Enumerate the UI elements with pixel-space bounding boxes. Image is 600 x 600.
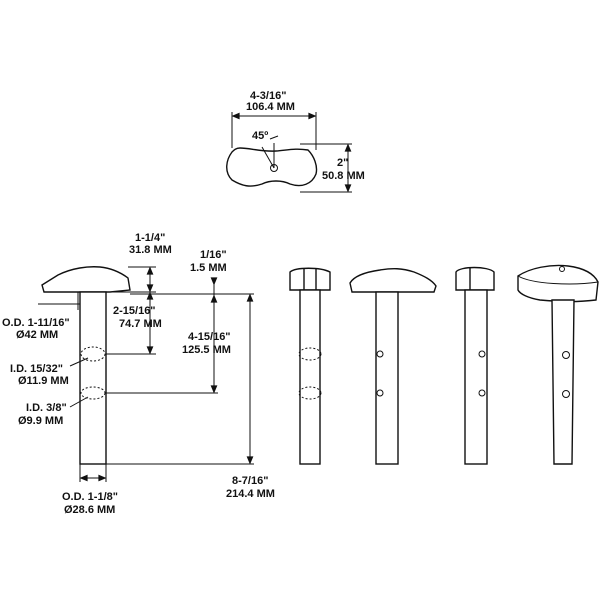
od-top-in: O.D. 1-11/16" — [2, 317, 70, 329]
variant-3 — [455, 266, 495, 465]
top-width-mm: 106.4 MM — [246, 101, 295, 113]
top-height-mm: 50.8 MM — [322, 170, 365, 182]
variant-2-hole-1 — [376, 350, 384, 358]
variant-2-hole-2 — [376, 389, 384, 397]
variant-2-shaft — [375, 291, 399, 465]
variant-1 — [289, 267, 331, 465]
top-angle-label: 45º — [252, 130, 268, 142]
variant-1-shaft — [299, 289, 321, 465]
variant-4-hole-1 — [562, 351, 570, 359]
variant-2 — [349, 267, 437, 465]
knob-height-mm: 31.8 MM — [129, 244, 172, 256]
hole1-drop-in: 2-15/16" — [113, 305, 156, 317]
hole2-drop-in: 4-15/16" — [188, 331, 231, 343]
variant-1-hole-1 — [298, 347, 322, 361]
variant-1-knob — [289, 267, 331, 291]
variant-4 — [517, 264, 599, 465]
total-mm: 214.4 MM — [226, 488, 275, 500]
variant-4-hole-2 — [562, 390, 570, 398]
id-hole2-mm: Ø9.9 MM — [18, 415, 63, 427]
step-in: 1/16" — [200, 249, 227, 261]
main-side-view: 1-1/4" 31.8 MM 1/16" 1.5 MM O.D. 1-11/16… — [2, 232, 275, 516]
variant-2-knob — [349, 267, 437, 293]
top-width-in: 4-3/16" — [250, 90, 286, 102]
top-height-in: 2" — [337, 157, 348, 169]
od-shaft-mm: Ø28.6 MM — [64, 504, 115, 516]
main-shaft — [79, 291, 107, 465]
variant-4-shaft — [551, 299, 575, 465]
variant-3-knob — [455, 266, 495, 291]
id-hole2-in: I.D. 3/8" — [26, 402, 67, 414]
step-mm: 1.5 MM — [190, 262, 227, 274]
hole2-drop-mm: 125.5 MM — [182, 344, 231, 356]
id-hole1-mm: Ø11.9 MM — [18, 375, 69, 387]
variant-1-hole-2 — [298, 386, 322, 400]
variant-3-shaft — [464, 289, 488, 465]
variant-3-hole-1 — [478, 350, 486, 358]
main-knob-head — [41, 266, 131, 293]
od-shaft-in: O.D. 1-1/8" — [62, 491, 118, 503]
knob-height-in: 1-1/4" — [135, 232, 165, 244]
od-top-mm: Ø42 MM — [16, 329, 58, 341]
main-hole-2 — [80, 386, 106, 400]
top-view: 45º 4-3/16" 106.4 MM 2" 50.8 MM — [226, 90, 365, 193]
variant-3-hole-2 — [478, 389, 486, 397]
total-in: 8-7/16" — [232, 475, 268, 487]
id-hole1-in: I.D. 15/32" — [10, 363, 63, 375]
hole1-drop-mm: 74.7 MM — [119, 318, 162, 330]
main-hole-1 — [80, 346, 106, 362]
